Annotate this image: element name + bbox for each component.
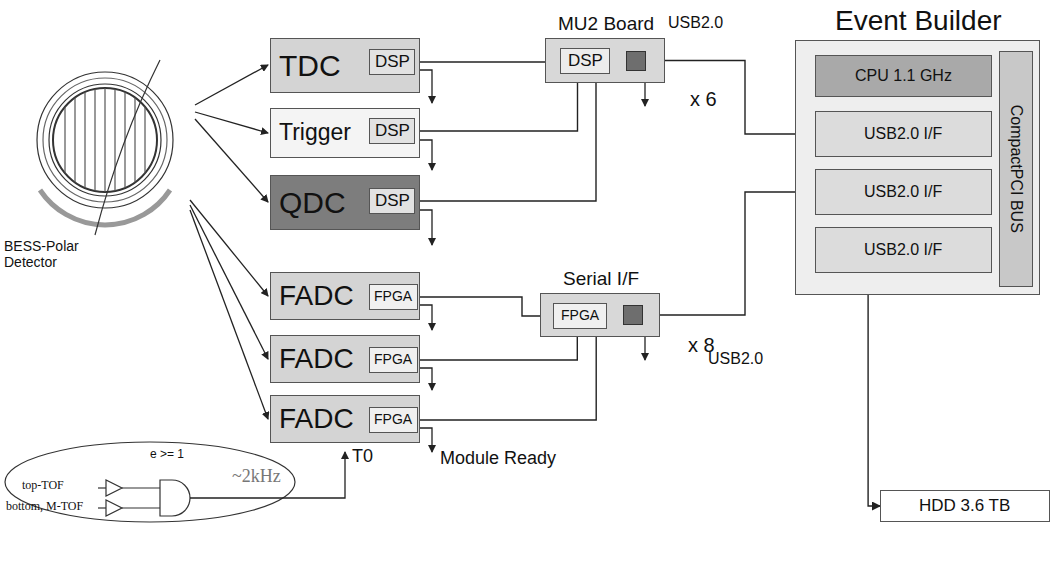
- box-label: FPGA: [561, 308, 599, 323]
- box-label: DSP: [375, 53, 410, 72]
- box-label: Trigger: [279, 120, 351, 145]
- chip-box: FPGA: [369, 347, 418, 373]
- detector-illustration: [37, 60, 173, 235]
- annotation-label: x 8: [688, 334, 715, 357]
- annotation-label: USB2.0: [708, 350, 763, 368]
- module-box: Trigger DSP: [270, 108, 420, 158]
- chip-box: CPU 1.1 GHz: [815, 55, 992, 97]
- chip-box: DSP: [369, 49, 415, 75]
- box-label: DSP: [568, 52, 603, 71]
- box-label: USB2.0 I/F: [864, 125, 942, 143]
- box-label: FADC: [279, 404, 354, 435]
- module-box: HDD 3.6 TB: [880, 490, 1050, 522]
- chip-box: FPGA: [369, 284, 418, 310]
- module-box: TDC DSP: [270, 38, 420, 93]
- chip-box: DSP: [560, 48, 610, 74]
- box-label: USB2.0 I/F: [864, 241, 942, 259]
- chip-box: CompactPCI BUS: [999, 51, 1033, 287]
- chip-box: DSP: [369, 118, 415, 144]
- box-label: DSP: [375, 122, 410, 141]
- box-label: FPGA: [374, 289, 412, 304]
- chip-box: FPGA: [369, 407, 418, 433]
- trigger-logic: [5, 442, 345, 522]
- module-box: FADC FPGA: [270, 335, 420, 383]
- annotation-label: T0: [352, 446, 373, 467]
- box-label: DSP: [375, 192, 410, 211]
- box-label: FPGA: [374, 412, 412, 427]
- annotation-label: bottom, M-TOF: [6, 500, 83, 514]
- box-label: FADC: [279, 344, 354, 375]
- box-label: CompactPCI BUS: [1007, 105, 1025, 233]
- data-link: [868, 273, 880, 506]
- box-label: CPU 1.1 GHz: [855, 67, 952, 85]
- module-box: FADC FPGA: [270, 395, 420, 443]
- box-label: HDD 3.6 TB: [919, 497, 1010, 516]
- module-ready-arrows: [420, 70, 645, 452]
- box-label: FADC: [279, 281, 354, 312]
- data-link: [415, 74, 596, 201]
- board-heading: Event Builder: [835, 6, 1002, 37]
- box-label: FPGA: [374, 352, 412, 367]
- module-box: FADC FPGA: [270, 272, 420, 320]
- data-link: [415, 61, 560, 62]
- chip-box: DSP: [369, 188, 415, 214]
- board-heading: MU2 Board: [558, 14, 654, 35]
- data-link: [665, 61, 815, 135]
- annotation-label: top-TOF: [22, 479, 64, 493]
- data-link: [418, 297, 553, 316]
- box-label: TDC: [279, 49, 341, 82]
- box-label: QDC: [279, 186, 346, 219]
- board-box: MU2 BoardDSP: [545, 38, 665, 83]
- signal-lines: [190, 65, 268, 419]
- chip-box: USB2.0 I/F: [815, 227, 992, 273]
- chip-box: FPGA: [553, 303, 607, 329]
- annotation-label: BESS-Polar Detector: [4, 238, 100, 270]
- board-heading: Serial I/F: [563, 269, 639, 290]
- annotation-label: USB2.0: [668, 14, 723, 32]
- data-link: [660, 192, 815, 315]
- board-box: Event BuilderCPU 1.1 GHzUSB2.0 I/FUSB2.0…: [795, 40, 1040, 295]
- chip-box: USB2.0 I/F: [815, 111, 992, 157]
- box-label: USB2.0 I/F: [864, 183, 942, 201]
- usb-chip: [623, 305, 643, 325]
- annotation-label: x 6: [690, 88, 717, 111]
- annotation-label: Module Ready: [440, 448, 556, 469]
- usb-chip: [626, 51, 646, 71]
- annotation-label: e >= 1: [150, 448, 184, 462]
- board-box: Serial I/FFPGA: [540, 293, 660, 337]
- chip-box: USB2.0 I/F: [815, 169, 992, 215]
- module-box: QDC DSP: [270, 175, 420, 230]
- data-link: [418, 329, 596, 420]
- annotation-label: ~2kHz: [232, 466, 281, 487]
